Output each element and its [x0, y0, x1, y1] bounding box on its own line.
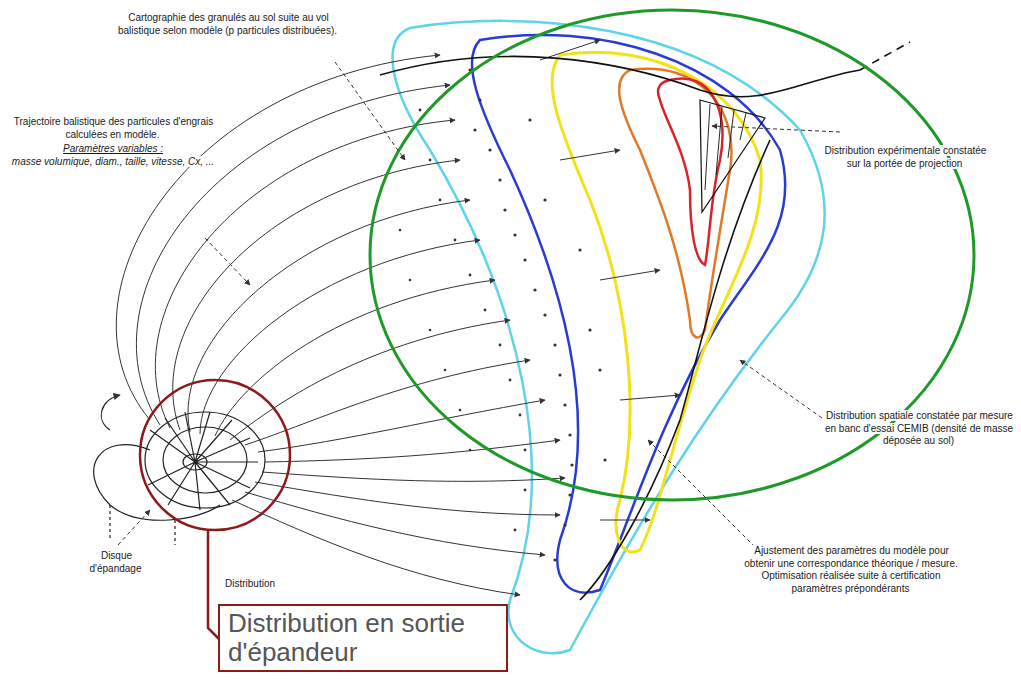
drawing-stroke	[598, 368, 601, 371]
drawing-stroke	[230, 320, 510, 440]
drawing-stroke	[200, 240, 480, 434]
annotation-label: Distribution	[224, 578, 304, 591]
annotation-text: Trajectoire balistique des particules d'…	[13, 116, 213, 140]
drawing-stroke	[600, 520, 650, 521]
annotation-label: Distribution spatiale constatée par mesu…	[822, 410, 1016, 448]
drawing-stroke	[553, 343, 556, 346]
drawing-stroke	[600, 270, 660, 280]
drawing-stroke	[148, 412, 258, 510]
drawing-stroke	[439, 199, 442, 202]
annotation-text: masse volumique, diam., taille, vitesse,…	[11, 156, 215, 167]
drawing-stroke	[509, 379, 512, 382]
annotation-text: Disque d'épandage	[90, 550, 143, 574]
drawing-stroke	[523, 258, 526, 261]
drawing-stroke	[136, 85, 450, 425]
drawing-stroke	[145, 412, 265, 508]
drawing-stroke	[459, 409, 462, 412]
drawing-stroke	[472, 35, 785, 593]
drawing-stroke	[580, 140, 770, 600]
drawing-stroke	[484, 309, 487, 312]
drawing-stroke	[533, 288, 536, 291]
drawing-stroke	[265, 440, 560, 462]
drawing-stroke	[558, 373, 561, 376]
callout-text: Distribution en sortie d'épandeur	[228, 609, 498, 667]
drawing-stroke	[444, 369, 447, 372]
drawing-stroke	[469, 274, 472, 277]
annotation-label: Disque d'épandage	[80, 550, 152, 575]
annotation-text: Paramètres variables :	[62, 143, 164, 154]
drawing-stroke	[473, 128, 476, 131]
drawing-stroke	[255, 482, 560, 515]
drawing-stroke	[648, 440, 760, 552]
annotation-text: Distribution expérimentale constatée sur…	[824, 145, 987, 169]
annotation-label: Distribution expérimentale constatée sur…	[820, 145, 990, 170]
drawing-stroke	[258, 400, 545, 452]
drawing-stroke	[620, 395, 680, 400]
annotation-text: Distribution spatiale constatée par mesu…	[825, 410, 1013, 446]
drawing-stroke	[524, 449, 527, 452]
drawing-stroke	[262, 472, 565, 481]
drawing-stroke	[245, 492, 545, 555]
drawing-stroke	[215, 280, 495, 436]
drawing-stroke	[514, 529, 517, 532]
drawing-stroke	[528, 118, 531, 121]
annotation-label: masse volumique, diam., taille, vitesse,…	[4, 156, 222, 169]
drawing-stroke	[380, 56, 860, 96]
drawing-stroke	[543, 198, 546, 201]
drawing-stroke	[700, 100, 765, 212]
drawing-stroke	[513, 233, 516, 236]
drawing-stroke	[712, 126, 840, 132]
drawing-stroke	[568, 433, 571, 436]
drawing-stroke	[560, 150, 620, 160]
drawing-stroke	[499, 344, 502, 347]
annotation-text: Cartographie des granulés au sol suite a…	[118, 12, 338, 36]
drawing-stroke	[553, 558, 556, 561]
drawing-stroke	[140, 380, 290, 530]
drawing-stroke	[705, 104, 746, 190]
annotation-label: Ajustement des paramètres du modèle pour…	[738, 545, 964, 595]
drawing-stroke	[163, 427, 247, 493]
drawing-stroke	[116, 55, 440, 420]
drawing-stroke	[173, 160, 460, 430]
drawing-stroke	[205, 238, 250, 285]
drawing-stroke	[603, 458, 606, 461]
annotation-label: Paramètres variables :	[4, 143, 222, 156]
distribution-curves	[380, 42, 910, 600]
spreading-disc	[94, 395, 265, 545]
drawing-stroke	[578, 248, 581, 251]
callout-box: Distribution en sortie d'épandeur	[218, 604, 508, 672]
drawing-stroke	[563, 403, 566, 406]
drawing-stroke	[568, 493, 571, 496]
drawing-stroke	[101, 395, 120, 430]
leader-lines	[118, 62, 840, 552]
drawing-stroke	[619, 69, 731, 338]
drawing-stroke	[488, 148, 491, 151]
drawing-stroke	[469, 449, 472, 452]
drawing-stroke	[519, 414, 522, 417]
drawing-stroke	[498, 178, 501, 181]
drawing-stroke	[543, 313, 546, 316]
drawing-stroke	[478, 98, 481, 101]
annotation-label: Trajectoire balistique des particules d'…	[4, 116, 222, 141]
drawing-stroke	[588, 328, 591, 331]
drawing-stroke	[740, 360, 822, 418]
drawing-stroke	[419, 109, 422, 112]
drawing-stroke	[570, 463, 573, 466]
zone-circles	[140, 10, 974, 640]
drawing-stroke	[524, 489, 527, 492]
drawing-stroke	[454, 239, 457, 242]
annotation-text: Ajustement des paramètres du modèle pour…	[744, 545, 957, 594]
annotation-label: Cartographie des granulés au sol suite a…	[112, 12, 344, 37]
drawing-stroke	[860, 42, 910, 70]
drawing-stroke	[429, 159, 432, 162]
drawing-stroke	[429, 329, 432, 332]
drawing-stroke	[335, 62, 405, 160]
drawing-stroke	[658, 78, 723, 265]
drawing-stroke	[563, 523, 566, 526]
drawing-stroke	[118, 510, 150, 545]
drawing-stroke	[503, 208, 506, 211]
drawing-stroke	[399, 229, 402, 232]
drawing-stroke	[409, 279, 412, 282]
annotation-text: Distribution	[224, 578, 276, 589]
